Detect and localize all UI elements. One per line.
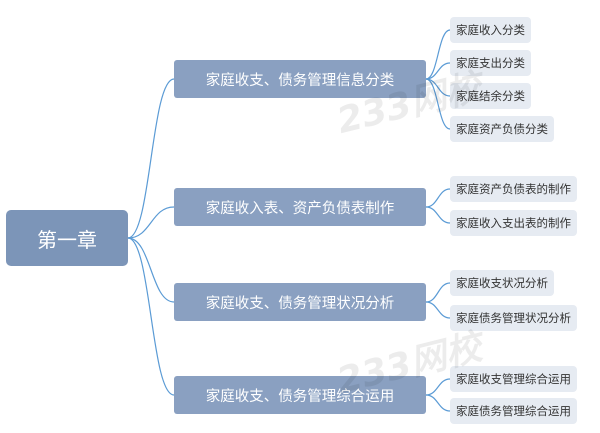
leaf-node-1-3: 家庭结余分类 <box>450 83 531 109</box>
branch-1-to-leaf-2 <box>425 62 451 80</box>
branch-node-3: 家庭收支、债务管理状况分析 <box>174 283 426 321</box>
branch-2-to-leaf-1 <box>425 188 451 208</box>
branch-1-to-leaf-4 <box>425 78 451 130</box>
leaf-node-2-1: 家庭资产负债表的制作 <box>450 176 577 202</box>
branch-node-1: 家庭收支、债务管理信息分类 <box>174 60 426 98</box>
root-to-branch-4 <box>127 237 175 396</box>
branch-4-to-leaf-2 <box>425 394 451 412</box>
leaf-node-3-1: 家庭收支状况分析 <box>450 270 554 296</box>
branch-2-to-leaf-2 <box>425 206 451 224</box>
branch-node-2: 家庭收入表、资产负债表制作 <box>174 188 426 226</box>
leaf-node-2-2: 家庭收入支出表的制作 <box>450 210 577 236</box>
root-to-branch-2 <box>127 206 175 239</box>
leaf-node-4-2: 家庭债务管理综合运用 <box>450 398 577 424</box>
branch-4-to-leaf-1 <box>425 378 451 396</box>
root-node: 第一章 <box>6 210 128 266</box>
leaf-node-4-1: 家庭收支管理综合运用 <box>450 366 577 392</box>
branch-1-to-leaf-1 <box>425 29 451 80</box>
root-to-branch-3 <box>127 237 175 303</box>
root-to-branch-1 <box>127 78 175 239</box>
branch-3-to-leaf-2 <box>425 301 451 319</box>
branch-3-to-leaf-1 <box>425 282 451 303</box>
leaf-node-1-4: 家庭资产负债分类 <box>450 116 554 142</box>
branch-node-4: 家庭收支、债务管理综合运用 <box>174 376 426 414</box>
leaf-node-1-2: 家庭支出分类 <box>450 50 531 76</box>
leaf-node-1-1: 家庭收入分类 <box>450 17 531 43</box>
leaf-node-3-2: 家庭债务管理状况分析 <box>450 305 577 331</box>
